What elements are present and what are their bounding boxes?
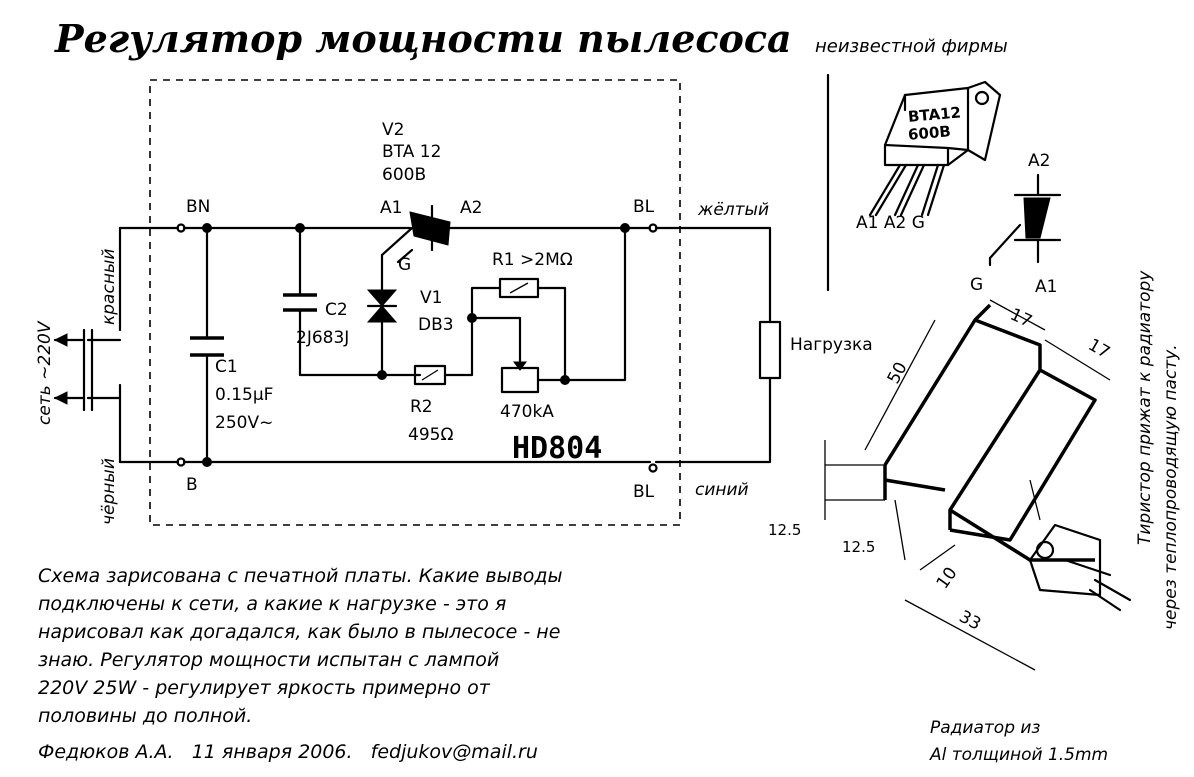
yellow-wire-label: жёлтый <box>697 200 769 220</box>
r2-label: R2 <box>410 397 433 417</box>
note-line-3: нарисовал как догадался, как было в пыле… <box>38 621 560 643</box>
page-subtitle: неизвестной фирмы <box>815 36 1008 57</box>
black-wire-label: чёрный <box>99 458 119 525</box>
triac-package-drawing <box>868 80 1002 217</box>
dim-17-right: 17 <box>1084 335 1113 363</box>
capacitor-c2 <box>283 293 317 312</box>
pot-label: 470kA <box>500 402 554 422</box>
radiator-material-line2: Al толщиной 1.5mm <box>929 745 1108 765</box>
dim-33: 33 <box>956 607 984 635</box>
mount-note-line1: Тиристор прижат к радиатору <box>1135 270 1155 545</box>
symbol-a1-label: A1 <box>1035 277 1057 297</box>
v2-part: BTA 12 <box>382 142 441 162</box>
triac-v2 <box>396 204 451 264</box>
radiator-drawing <box>824 299 1132 671</box>
package-marking-line2: 600B <box>907 122 951 144</box>
bl-bottom-label: BL <box>633 482 655 502</box>
c1-label: C1 <box>215 357 238 377</box>
load-label: Нагрузка <box>790 335 873 355</box>
board-name: HD804 <box>512 431 602 466</box>
r1-label: R1 >2MΩ <box>492 250 573 270</box>
dim-12-5-mid: 12.5 <box>842 538 875 556</box>
junction-dots <box>202 223 630 467</box>
resistor-r2 <box>413 364 447 386</box>
package-marking-line1: BTA12 <box>907 103 961 126</box>
b-label: B <box>186 475 198 495</box>
pcb-outline <box>149 79 681 526</box>
terminals <box>176 223 658 473</box>
v2-voltage: 600B <box>382 165 426 185</box>
mount-note-line2: через теплопроводящую пасту. <box>1161 344 1181 630</box>
blue-wire-label: синий <box>695 480 749 500</box>
dim-50: 50 <box>884 359 912 387</box>
c1-value: 0.15µF <box>215 385 273 405</box>
triac-symbol <box>988 173 1062 267</box>
dim-12-5-left: 12.5 <box>768 521 801 539</box>
signature-line: Федюков А.А. 11 января 2006. fedjukov@ma… <box>38 741 538 763</box>
dim-17-top: 17 <box>1007 305 1035 332</box>
potentiometer <box>500 366 540 394</box>
note-line-2: подключены к сети, а какие к нагрузке - … <box>38 593 506 615</box>
note-line-6: половины до полной. <box>38 705 252 727</box>
resistor-r1 <box>498 277 540 299</box>
a2-label: A2 <box>460 198 482 218</box>
radiator-material-line1: Радиатор из <box>930 718 1040 738</box>
load-resistor <box>758 320 782 380</box>
c1-voltage: 250V~ <box>215 413 273 433</box>
symbol-a2-label: A2 <box>1028 151 1050 171</box>
bl-top-label: BL <box>633 197 655 217</box>
dim-10: 10 <box>933 564 962 593</box>
symbol-g-label: G <box>970 275 983 295</box>
page-title: Регулятор мощности пылесоса <box>54 16 792 61</box>
note-line-4: знаю. Регулятор мощности испытан с лампо… <box>38 649 499 671</box>
r2-value: 495Ω <box>408 425 453 445</box>
diac-v1 <box>366 289 398 323</box>
v1-label: V1 <box>420 288 442 308</box>
capacitor-c1 <box>190 336 224 357</box>
v1-part: DB3 <box>418 315 454 335</box>
c2-code: 2J683J <box>296 328 349 348</box>
c2-label: C2 <box>325 300 348 320</box>
v2-label: V2 <box>382 120 404 140</box>
bn-label: BN <box>186 197 210 217</box>
package-pins: A1 A2 G <box>856 213 925 233</box>
schematic-wires <box>53 226 772 464</box>
a1-label: A1 <box>380 198 402 218</box>
gate-label: G <box>398 255 411 275</box>
note-line-5: 220V 25W - регулирует яркость примерно о… <box>38 677 491 699</box>
red-wire-label: красный <box>99 249 119 325</box>
note-line-1: Схема зарисована с печатной платы. Какие… <box>38 565 563 587</box>
mains-label: сеть ~220V <box>35 320 55 425</box>
